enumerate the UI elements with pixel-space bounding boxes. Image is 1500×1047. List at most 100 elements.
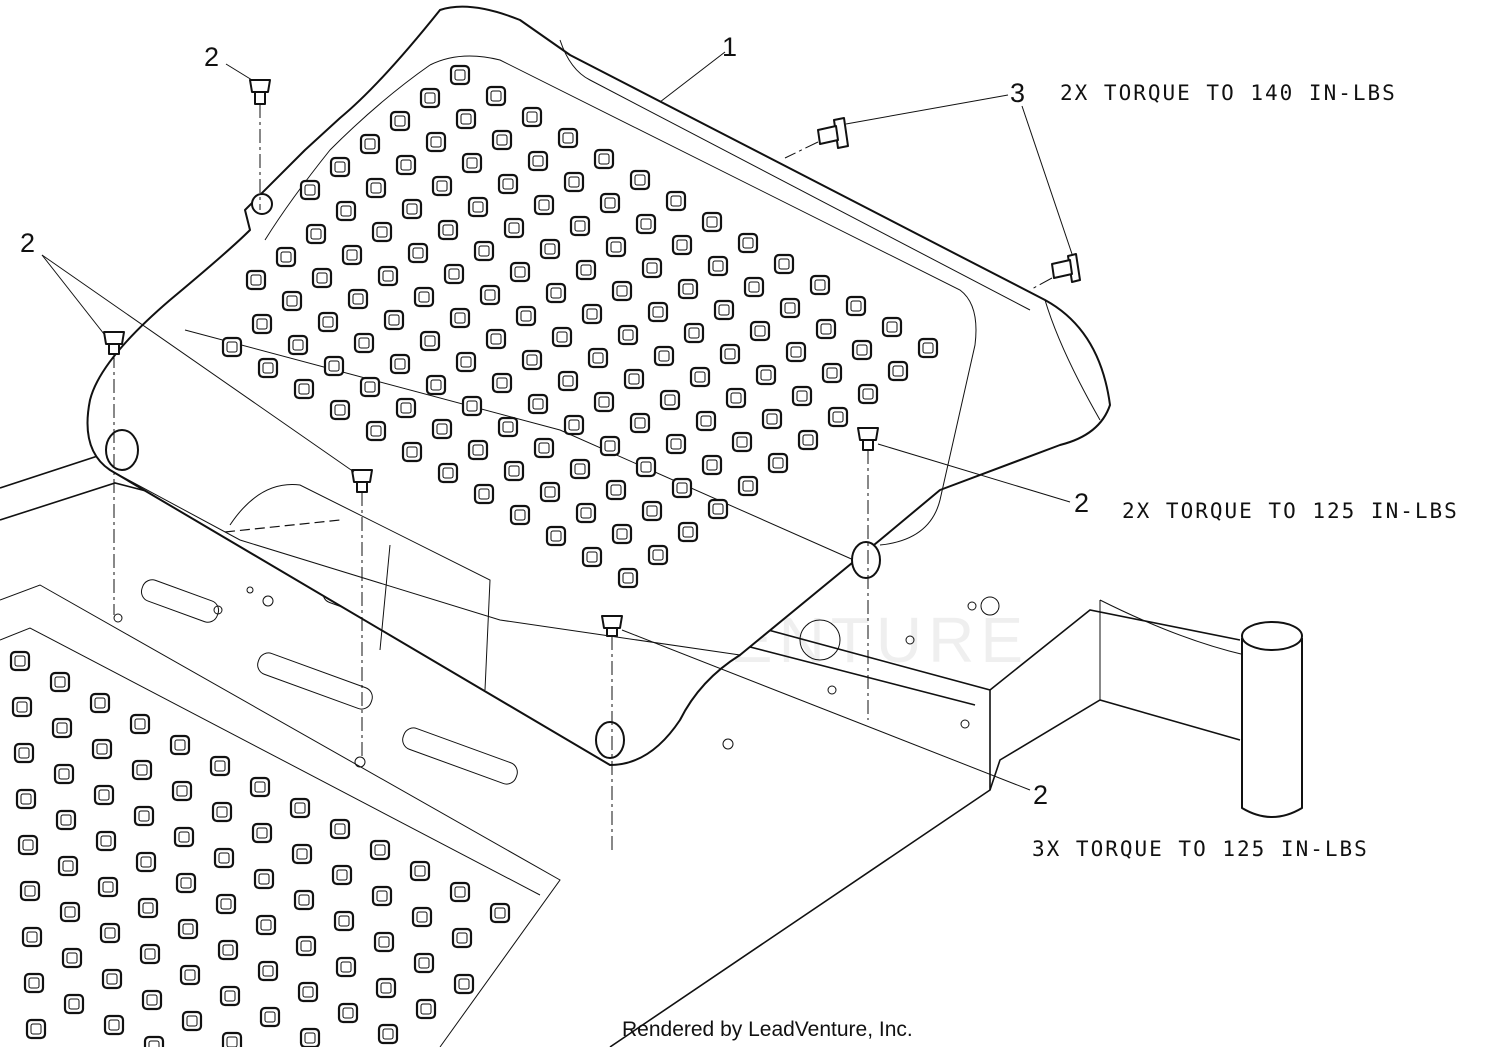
perforation-hole-inner (256, 318, 268, 330)
perforation-hole-inner (58, 768, 70, 780)
perforation-hole-inner (826, 367, 838, 379)
perforation-hole-inner (676, 482, 688, 494)
perforation-hole (257, 960, 279, 982)
perforation-hole (779, 297, 801, 319)
perforation-hole-inner (562, 132, 574, 144)
perforation-hole (527, 393, 549, 415)
perforation-hole (353, 332, 375, 354)
perforation-hole-inner (562, 375, 574, 387)
bolt-2-top (249, 79, 271, 105)
perforation-hole-inner (724, 348, 736, 360)
perforation-hole (331, 864, 353, 886)
perforation-hole (419, 87, 441, 109)
perforation-hole-inner (286, 295, 298, 307)
perforation-hole-inner (18, 747, 30, 759)
perforation-hole (375, 977, 397, 999)
perforation-hole-inner (790, 346, 802, 358)
perforation-hole-inner (832, 411, 844, 423)
perforation-hole (383, 309, 405, 331)
perforation-hole-inner (556, 331, 568, 343)
perforation-hole (671, 477, 693, 499)
perforation-hole-inner (54, 676, 66, 688)
perforation-hole-inner (26, 931, 38, 943)
perforation-hole-inner (176, 785, 188, 797)
perforation-hole-inner (454, 886, 466, 898)
perforation-hole-inner (820, 323, 832, 335)
perforation-hole-inner (184, 969, 196, 981)
perforation-hole (359, 376, 381, 398)
perforation-hole (677, 278, 699, 300)
perforation-hole-inner (580, 264, 592, 276)
perforation-hole (725, 387, 747, 409)
perforation-hole-inner (14, 655, 26, 667)
perforation-hole (479, 284, 501, 306)
perforation-hole-inner (532, 398, 544, 410)
perforation-hole (249, 776, 271, 798)
perforation-hole-inner (380, 982, 392, 994)
perforation-hole (677, 521, 699, 543)
perforation-hole (101, 968, 123, 990)
perforation-hole-inner (862, 388, 874, 400)
perforation-hole (171, 780, 193, 802)
perforation-hole (509, 261, 531, 283)
perforation-hole-inner (220, 898, 232, 910)
perforation-hole-inner (442, 224, 454, 236)
perforation-hole (569, 215, 591, 237)
perforation-hole-inner (922, 342, 934, 354)
perforation-hole-inner (358, 337, 370, 349)
perforation-hole (489, 902, 511, 924)
perforation-hole (409, 860, 431, 882)
perforation-hole-inner (568, 419, 580, 431)
perforation-hole (503, 217, 525, 239)
perforation-hole (169, 734, 191, 756)
perforation-hole-inner (598, 396, 610, 408)
perforation-hole (671, 234, 693, 256)
perforation-hole (761, 408, 783, 430)
bolt-2-left (103, 331, 125, 355)
perforation-hole-inner (64, 906, 76, 918)
perforation-hole (137, 897, 159, 919)
perforation-hole (415, 998, 437, 1020)
perforation-hole-inner (108, 1019, 120, 1031)
panel-perforation-grid (221, 64, 939, 589)
perforation-hole (257, 357, 279, 379)
perforation-hole (599, 192, 621, 214)
perforation-hole-inner (414, 865, 426, 877)
perforation-hole (95, 830, 117, 852)
perforation-hole-inner (138, 810, 150, 822)
perforation-hole-inner (778, 258, 790, 270)
perforation-hole (737, 232, 759, 254)
perforation-hole (437, 462, 459, 484)
perforation-hole-inner (502, 421, 514, 433)
perforation-hole (329, 399, 351, 421)
perforation-hole-inner (30, 1023, 42, 1035)
perforation-hole (177, 918, 199, 940)
perforation-hole-inner (706, 459, 718, 471)
perforation-hole-inner (378, 936, 390, 948)
perforation-hole (575, 502, 597, 524)
perforation-hole-inner (460, 356, 472, 368)
perforation-hole (713, 299, 735, 321)
perforation-hole-inner (526, 354, 538, 366)
perforation-hole-inner (68, 998, 80, 1010)
perforation-hole-inner (712, 260, 724, 272)
perforation-hole-inner (418, 957, 430, 969)
perforation-hole-inner (382, 1028, 394, 1040)
perforation-hole (797, 429, 819, 451)
perforation-hole (437, 219, 459, 241)
perforation-hole-inner (254, 781, 266, 793)
perforation-hole-inner (634, 417, 646, 429)
perforation-hole-inner (436, 180, 448, 192)
perforation-hole-inner (226, 341, 238, 353)
perforation-hole (219, 985, 241, 1007)
perforation-hole-inner (388, 314, 400, 326)
perforation-hole (689, 366, 711, 388)
perforation-hole (453, 973, 475, 995)
perforation-hole (743, 276, 765, 298)
perforation-hole-inner (622, 329, 634, 341)
perforation-hole-inner (296, 848, 308, 860)
perforation-hole-inner (416, 911, 428, 923)
perforation-hole-inner (442, 467, 454, 479)
perforation-hole-inner (94, 697, 106, 709)
